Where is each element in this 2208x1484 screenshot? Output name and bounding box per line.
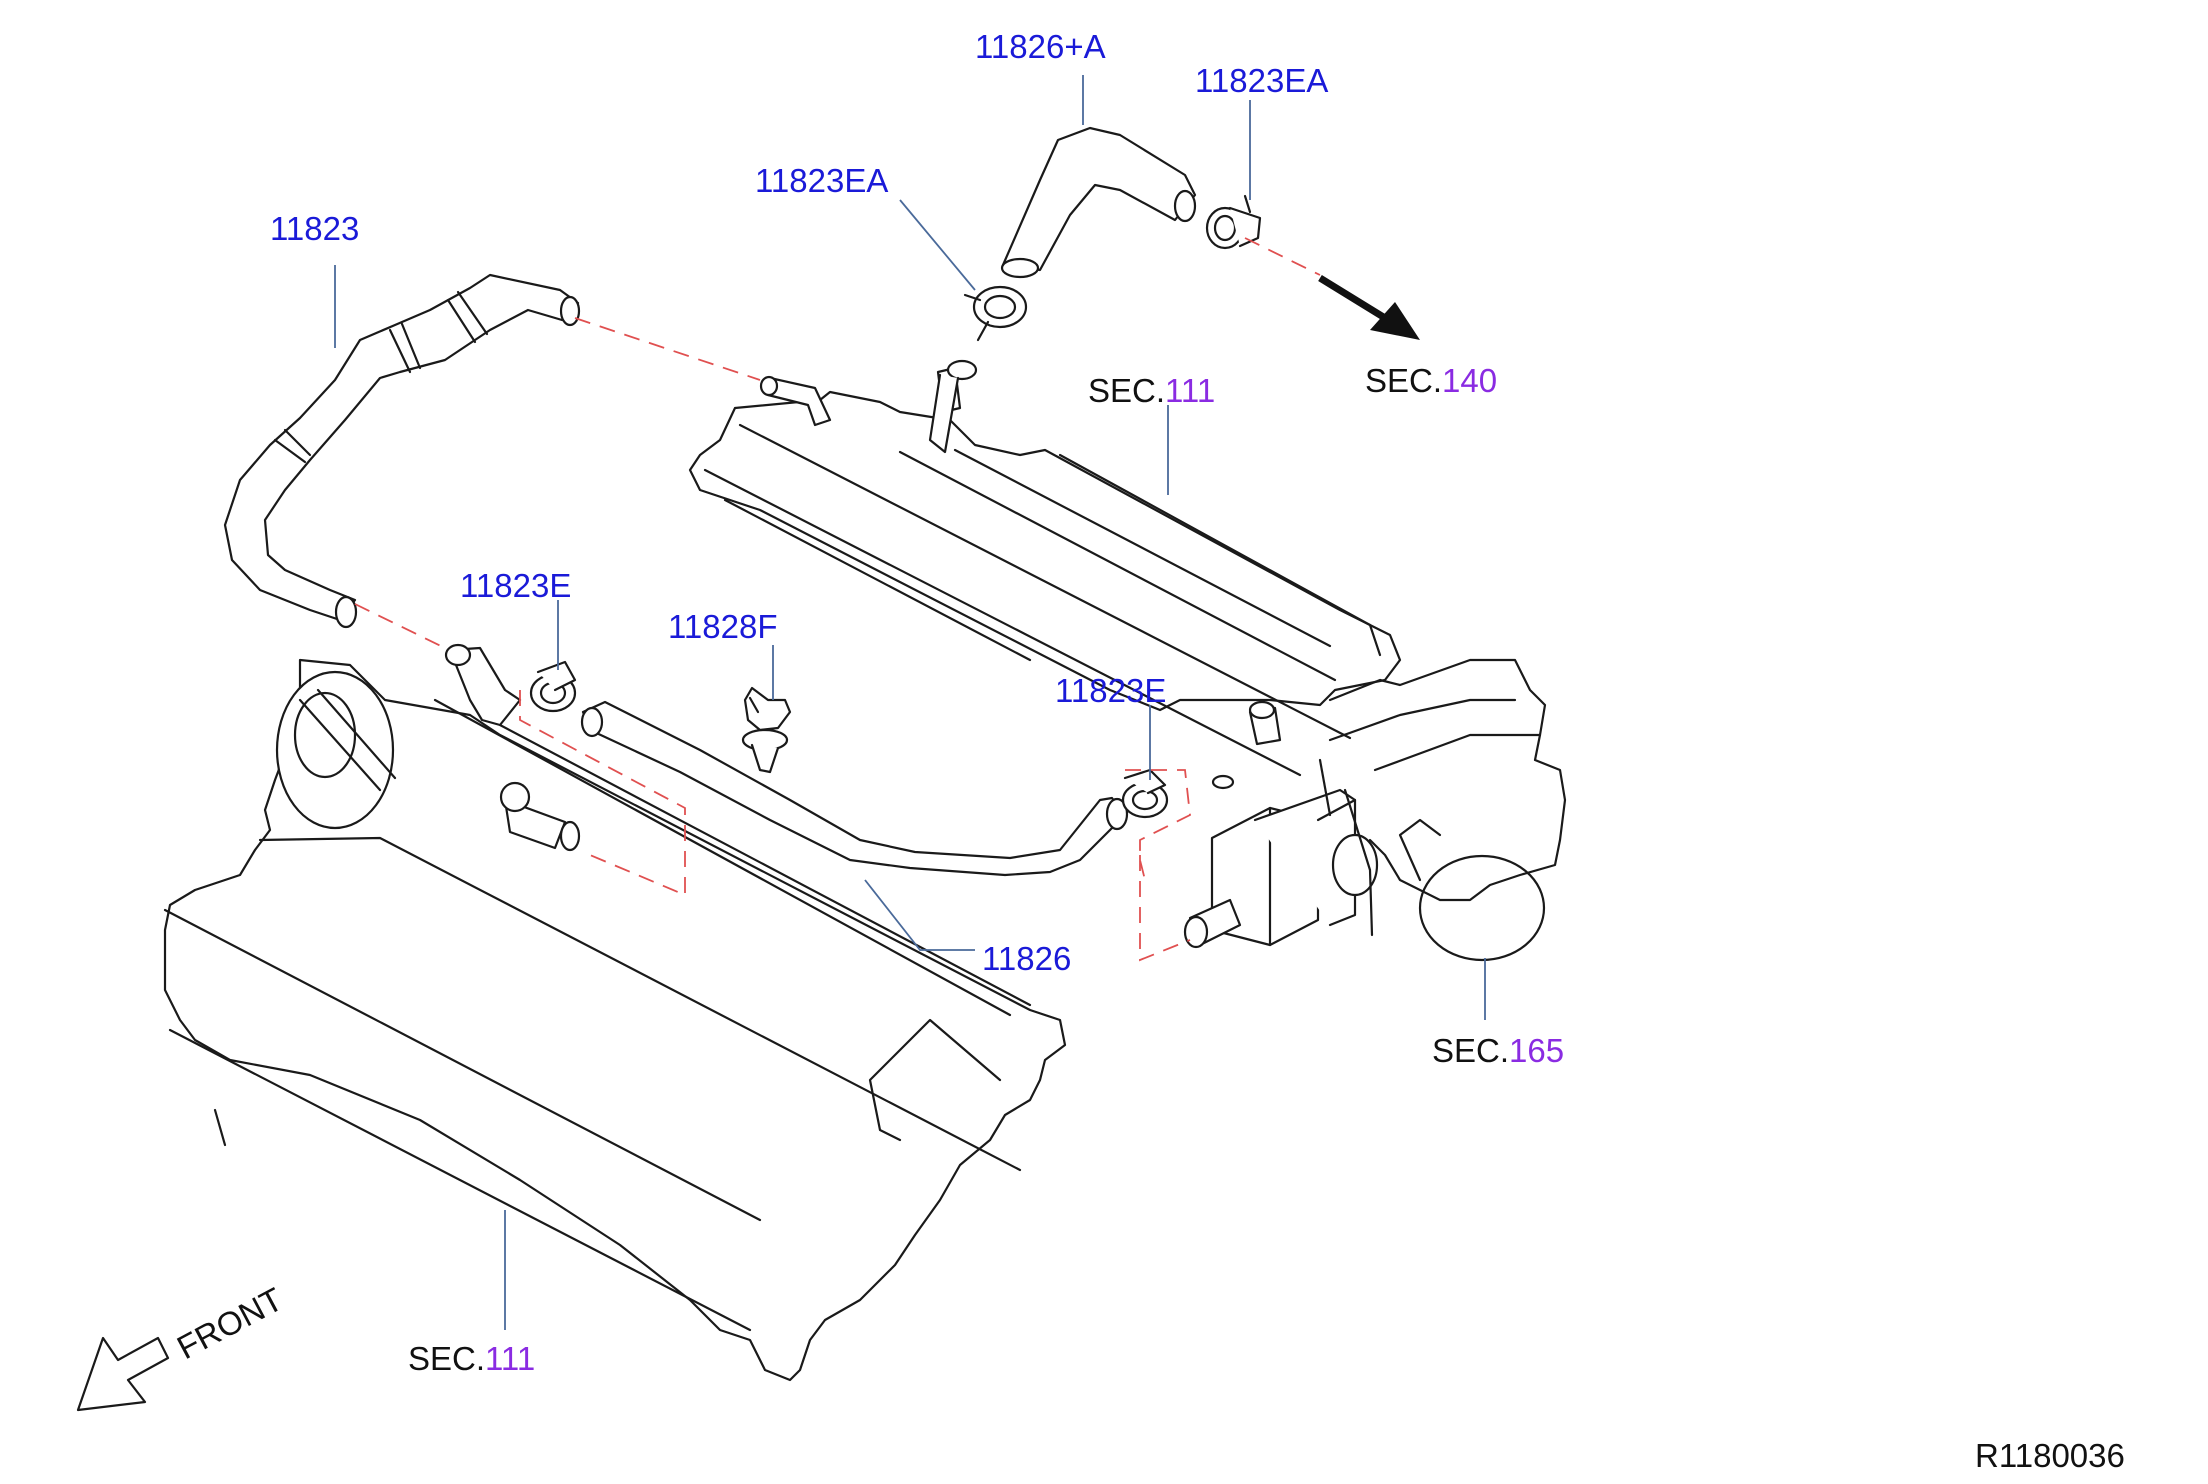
diagram-id: R1180036: [1975, 1437, 2125, 1474]
upper-rocker-cover: [688, 359, 1402, 790]
hose-11823: [223, 273, 581, 629]
dashed-connections: [354, 237, 1321, 962]
clamp-11823ea-middle: [963, 285, 1028, 342]
label-11823ea-middle: 11823EA: [755, 162, 888, 199]
label-11826-a: 11826+A: [975, 28, 1106, 65]
label-11828f: 11828F: [668, 608, 777, 645]
front-label: FRONT: [171, 1280, 289, 1366]
arrow-to-sec-140: [1318, 275, 1420, 340]
leader-lines: [334, 75, 1486, 1330]
label-11823ea-right: 11823EA: [1195, 62, 1328, 99]
hose-11826: [580, 700, 1129, 877]
clamp-11823ea-right: [1205, 194, 1262, 250]
hose-11826-a: [1000, 126, 1197, 279]
front-arrow-icon: [76, 1336, 170, 1412]
section-ref-111-top: SEC.111: [1088, 372, 1215, 409]
lower-rocker-cover: [163, 643, 1067, 1382]
section-ref-111-bottom: SEC.111: [408, 1340, 535, 1377]
throttle-body: [1183, 658, 1567, 962]
clamp-11823e-left: [529, 660, 577, 713]
clip-11828f: [741, 686, 792, 774]
label-11826: 11826: [982, 940, 1071, 977]
label-11823: 11823: [270, 210, 359, 247]
section-ref-140: SEC.140: [1365, 362, 1497, 399]
label-11823e-left: 11823E: [460, 567, 571, 604]
label-11823e-right: 11823E: [1055, 672, 1166, 709]
clamp-11823e-right: [1121, 768, 1169, 819]
section-ref-165: SEC.165: [1432, 1032, 1564, 1069]
